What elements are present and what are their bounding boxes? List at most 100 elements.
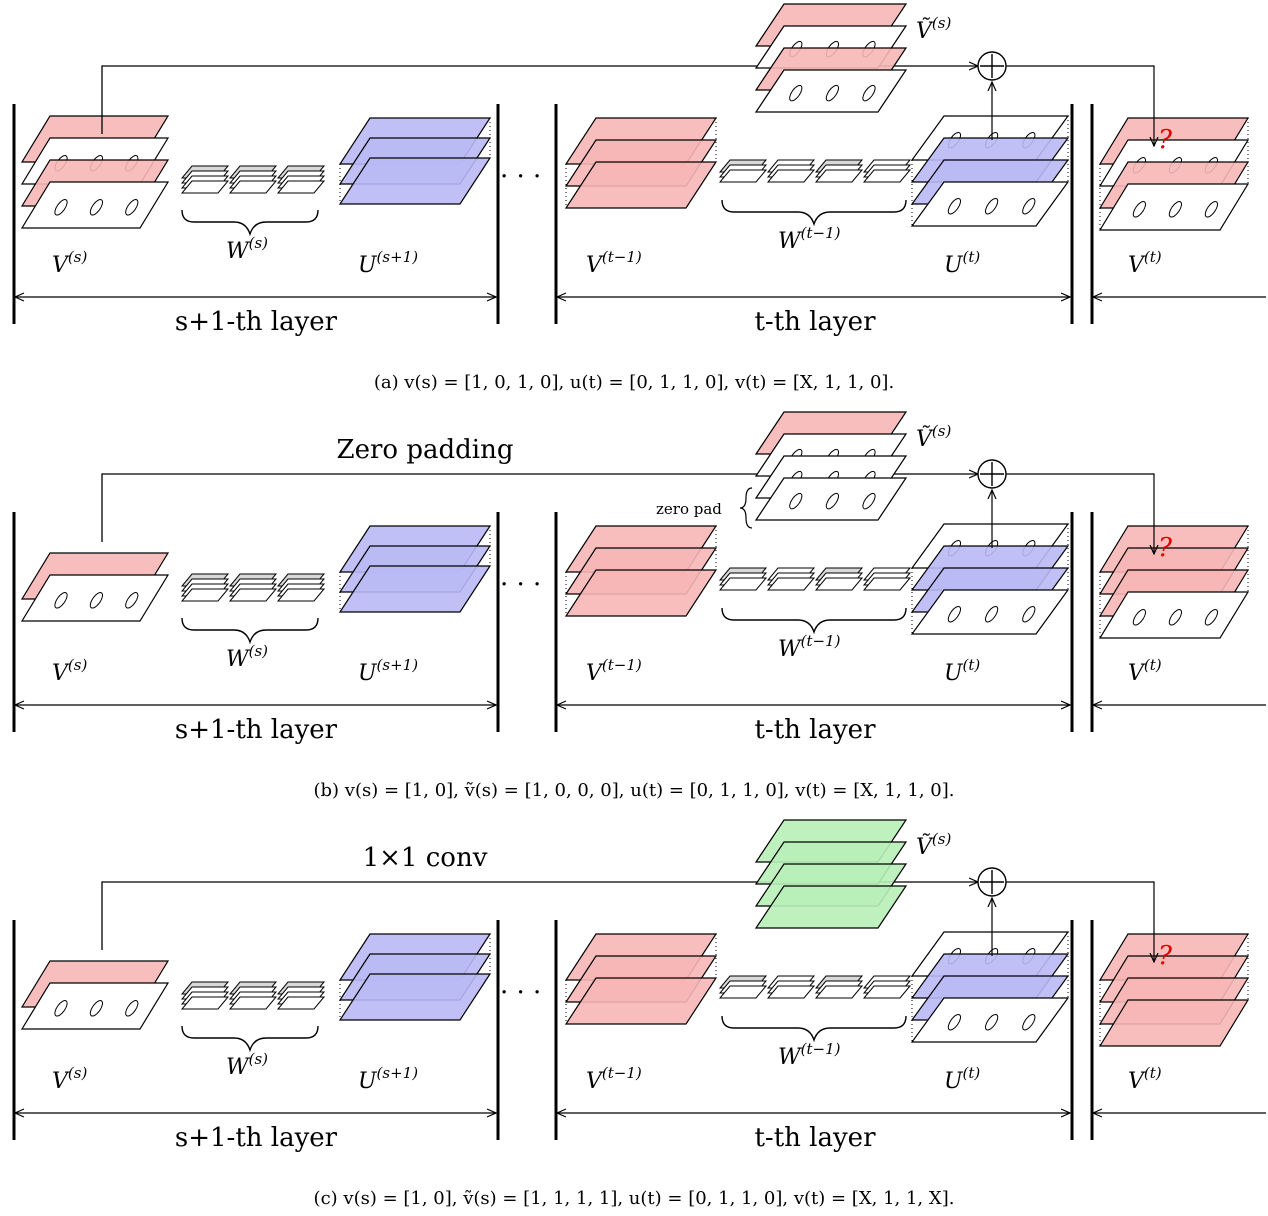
zero-filter-mark: [984, 197, 999, 215]
v-t-stack-sheet: [1098, 183, 1250, 231]
zero-filter-mark: [125, 199, 139, 216]
label-v-t1: V(t−1): [586, 248, 642, 278]
w-s-brace: [181, 617, 319, 645]
sum-to-output-arrow: [1006, 65, 1154, 146]
zero-filter-mark: [54, 199, 68, 216]
caption-b: (b) v(s) = [1, 0], ṽ(s) = [1, 0, 0, 0], …: [314, 780, 955, 801]
v-t-stack-sheet: [1098, 999, 1250, 1047]
u-t-stack-sheet: [910, 181, 1070, 227]
zero-filter-mark: [1132, 201, 1147, 218]
zero-filter-mark: [947, 197, 962, 215]
w-t1-filter: [766, 577, 816, 591]
label-v-t: V(t): [1128, 248, 1162, 278]
w-s-filter: [180, 996, 230, 1010]
label-w-s: W(s): [226, 642, 268, 672]
skip-connection-line: [101, 474, 978, 542]
u-t-stack-sheet: [910, 589, 1070, 635]
w-t1-filter: [766, 169, 816, 183]
w-s-brace: [181, 1025, 319, 1053]
layer-label-t: t-th layer: [754, 307, 876, 337]
label-w-t1: W(t−1): [778, 224, 841, 254]
w-t1-filter: [814, 985, 864, 999]
label-u-s1: U(s+1): [358, 1064, 418, 1094]
v-t-stack-sheet: [1098, 591, 1250, 639]
w-s-filter: [276, 180, 326, 194]
w-t1-brace: [721, 199, 907, 227]
v-t1-stack-sheet: [564, 569, 718, 617]
zero-filter-mark: [1132, 609, 1147, 626]
v-s-stack-sheet: [20, 574, 170, 622]
u-s1-stack-sheet: [338, 157, 492, 205]
u-s1-stack-sheet: [338, 565, 492, 613]
ellipsis: · · ·: [500, 978, 541, 1008]
label-v-tilde-s: Ṽ(s): [916, 422, 951, 452]
w-t1-filter: [862, 985, 912, 999]
w-s-filter: [228, 588, 278, 602]
label-w-t1: W(t−1): [778, 632, 841, 662]
zero-filter-mark: [825, 84, 840, 102]
zero-filter-mark: [1022, 197, 1036, 215]
zero-filter-mark: [54, 1000, 68, 1017]
caption-a: (a) v(s) = [1, 0, 1, 0], u(t) = [0, 1, 1…: [374, 372, 894, 393]
panel-a: V(s)W(s)U(s+1)· · ·V(t−1)W(t−1)U(t)?V(t)…: [12, 3, 1266, 393]
v-t1-stack-sheet: [564, 161, 718, 209]
zero-filter-mark: [89, 592, 104, 609]
w-s-filter: [180, 180, 230, 194]
ellipsis: · · ·: [500, 570, 541, 600]
w-s-brace: [181, 209, 319, 237]
layer-label-t: t-th layer: [754, 1123, 876, 1153]
u-s1-stack-sheet: [338, 973, 492, 1021]
question-mark: ?: [1158, 125, 1173, 155]
label-w-s: W(s): [226, 234, 268, 264]
w-t1-filter: [766, 985, 816, 999]
label-v-t1: V(t−1): [586, 1064, 642, 1094]
zero-filter-mark: [862, 492, 876, 510]
w-s-filter: [228, 180, 278, 194]
zero-filter-mark: [984, 605, 999, 623]
skip-connection-line: [101, 66, 978, 134]
zero-filter-mark: [862, 84, 876, 102]
zero-filter-mark: [1022, 1013, 1036, 1031]
skip-annotation: 1×1 conv: [363, 843, 488, 873]
layer-label-s1: s+1-th layer: [175, 307, 338, 337]
w-t1-filter: [718, 577, 768, 591]
v-s-stack-sheet: [20, 181, 170, 229]
w-t1-filter: [862, 577, 912, 591]
label-u-s1: U(s+1): [358, 248, 418, 278]
label-u-t: U(t): [944, 248, 980, 278]
label-v-tilde-s: Ṽ(s): [916, 14, 951, 44]
w-t1-filter: [718, 169, 768, 183]
label-w-t1: W(t−1): [778, 1040, 841, 1070]
layer-label-t: t-th layer: [754, 715, 876, 745]
sum-to-output-arrow: [1006, 473, 1154, 554]
v-tilde-stack-sheet: [754, 885, 908, 929]
label-v-t1: V(t−1): [586, 656, 642, 686]
u-t-stack-sheet: [910, 997, 1070, 1043]
zero-filter-mark: [125, 592, 139, 609]
label-v-tilde-s: Ṽ(s): [916, 830, 951, 860]
zero-filter-mark: [54, 592, 68, 609]
w-t1-filter: [814, 169, 864, 183]
label-u-s1: U(s+1): [358, 656, 418, 686]
label-v-t: V(t): [1128, 1064, 1162, 1094]
question-mark: ?: [1158, 533, 1173, 563]
sum-node-plus: [980, 870, 1004, 894]
zero-filter-mark: [89, 1000, 104, 1017]
v-t1-stack-sheet: [564, 977, 718, 1025]
label-v-s: V(s): [52, 1064, 87, 1094]
zero-pad-brace: [739, 487, 753, 529]
sum-node-plus: [980, 462, 1004, 486]
question-mark: ?: [1158, 941, 1173, 971]
label-u-t: U(t): [944, 656, 980, 686]
v-tilde-stack-sheet: [754, 69, 908, 113]
zero-pad-note: zero pad: [656, 500, 722, 518]
v-tilde-stack-sheet: [754, 477, 908, 521]
ellipsis: · · ·: [500, 162, 541, 192]
zero-filter-mark: [89, 199, 104, 216]
zero-filter-mark: [1022, 605, 1036, 623]
layer-label-s1: s+1-th layer: [175, 1123, 338, 1153]
zero-filter-mark: [1168, 201, 1183, 218]
zero-filter-mark: [1204, 201, 1219, 218]
zero-filter-mark: [789, 492, 803, 510]
